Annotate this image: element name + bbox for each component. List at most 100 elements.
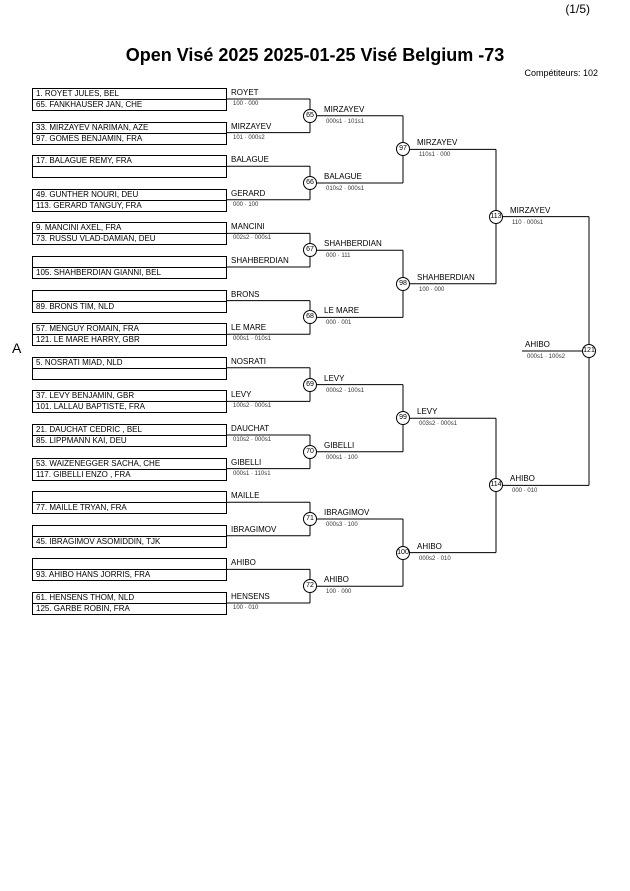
entry-box: 65. FANKHAUSER JAN, CHE: [32, 99, 227, 111]
competitor-entry: 125. GARBE ROBIN, FRA: [36, 604, 130, 613]
entry-box: 93. AHIBO HANS JORRIS, FRA: [32, 569, 227, 582]
round1-score: 002s2 · 000s1: [233, 235, 272, 242]
round1-winner: HENSENS: [231, 592, 270, 601]
round1-winner: MIRZAYEV: [231, 121, 272, 131]
round3-winner: SHAHBERDIAN: [417, 272, 475, 282]
entry-box: 97. GOMES BENJAMIN, FRA: [32, 132, 227, 145]
round2-winner: SHAHBERDIAN: [324, 239, 382, 249]
competitor-count: Compétiteurs: 102: [524, 68, 598, 78]
round1-winner: MANCINI: [231, 222, 265, 232]
round2-score: 000s1 · 101s1: [326, 118, 365, 125]
page-title: Open Visé 2025 2025-01-25 Visé Belgium -…: [125, 45, 505, 65]
competitor-entry: 57. MENGUY ROMAIN, FRA: [36, 324, 139, 334]
round1-winner: BRONS: [231, 289, 260, 299]
round3-winner: AHIBO: [417, 541, 442, 551]
pool-letter: A: [12, 340, 22, 356]
competitor-entry: 73. RUSSU VLAD-DAMIAN, DEU: [36, 234, 156, 244]
round1-winner: IBRAGIMOV: [231, 524, 277, 534]
round2-winner: IBRAGIMOV: [324, 508, 370, 517]
final-score: 000s1 · 100s2: [527, 354, 566, 360]
round2-score: 100 · 000: [326, 589, 352, 596]
match-number: 72: [303, 579, 317, 594]
competitor-entry: 45. IBRAGIMOV ASOMIDDIN, TJK: [36, 536, 161, 546]
round1-score: 010s2 · 000s1: [233, 437, 272, 443]
match-number: 113: [489, 209, 503, 224]
round3-score: 003s2 · 000s1: [419, 421, 458, 428]
competitor-entry: 93. AHIBO HANS JORRIS, FRA: [36, 570, 151, 580]
match-number: 97: [396, 142, 410, 157]
competitor-entry: 1. ROYET JULES, BEL: [36, 89, 119, 98]
competitor-entry: 89. BRONS TIM, NLD: [36, 301, 115, 311]
match-number: 67: [303, 243, 317, 258]
round3-score: 110s1 · 000: [419, 152, 451, 159]
entry-box: 85. LIPPMANN KAI, DEU: [32, 435, 227, 447]
match-number: 100: [396, 545, 410, 560]
round2-winner: MIRZAYEV: [324, 104, 365, 114]
entry-box: [32, 166, 227, 179]
competitor-entry: 53. WAIZENEGGER SACHA, CHE: [36, 458, 161, 468]
round2-winner: GIBELLI: [324, 440, 355, 450]
round1-score: 000s1 · 010s1: [233, 336, 272, 343]
round2-winner: AHIBO: [324, 575, 349, 585]
round2-score: 000 · 111: [326, 253, 351, 260]
round1-winner: LE MARE: [231, 323, 267, 333]
round3-score: 000s2 · 010: [419, 555, 451, 562]
round3-winner: LEVY: [417, 407, 438, 417]
competitor-entry: 5. NOSRATI MIAD, NLD: [36, 357, 123, 367]
round1-score: 100s2 · 000s1: [233, 403, 272, 410]
competitor-entry: 105. SHAHBERDIAN GIANNI, BEL: [36, 268, 161, 277]
round2-score: 010s2 · 000s1: [326, 186, 365, 192]
round2-winner: LE MARE: [324, 306, 360, 316]
entry-box: 113. GERARD TANGUY, FRA: [32, 199, 227, 212]
match-number: 69: [303, 377, 317, 392]
match-number: 98: [396, 276, 410, 291]
competitor-entry: 101. LALLAU BAPTISTE, FRA: [36, 402, 145, 412]
competitor-entry: 49. GUNTHER NOURI, DEU: [36, 189, 139, 199]
round2-score: 000s1 · 100: [326, 454, 358, 461]
competitor-entry: 65. FANKHAUSER JAN, CHE: [36, 100, 143, 109]
round1-winner: BALAGUE: [231, 155, 269, 165]
match-number: 65: [303, 108, 317, 123]
page-number: (1/5): [565, 2, 590, 16]
competitor-entry: 33. MIRZAYEV NARIMAN, AZE: [36, 122, 149, 132]
final-winner: AHIBO: [525, 340, 550, 349]
round3-score: 100 · 000: [419, 286, 445, 293]
match-number: 66: [303, 176, 317, 190]
round1-winner: GERARD: [231, 188, 266, 198]
match-number: 121: [582, 344, 596, 358]
round1-winner: DAUCHAT: [231, 424, 270, 433]
competitor-entry: 9. MANCINI AXEL, FRA: [36, 223, 122, 233]
round1-winner: AHIBO: [231, 558, 256, 568]
round1-winner: LEVY: [231, 390, 252, 400]
competitor-entry: 117. GIBELLI ENZO , FRA: [36, 469, 131, 479]
entry-box: 101. LALLAU BAPTISTE, FRA: [32, 401, 227, 414]
competitor-entry: 77. MAILLE TRYAN, FRA: [36, 503, 127, 513]
round1-score: 100 · 010: [233, 605, 259, 611]
round1-winner: ROYET: [231, 88, 259, 97]
round1-score: 101 · 000s2: [233, 134, 265, 141]
competitor-entry: 97. GOMES BENJAMIN, FRA: [36, 133, 143, 143]
entry-box: 117. GIBELLI ENZO , FRA: [32, 468, 227, 481]
round2-score: 000s2 · 100s1: [326, 387, 365, 394]
entry-box: 89. BRONS TIM, NLD: [32, 300, 227, 313]
entry-box: 125. GARBE ROBIN, FRA: [32, 603, 227, 615]
match-number: 114: [489, 478, 503, 493]
round1-winner: SHAHBERDIAN: [231, 256, 289, 265]
competitor-entry: 17. BALAGUE REMY, FRA: [36, 156, 132, 166]
round4-winner: MIRZAYEV: [510, 205, 551, 215]
entry-box: 121. LE MARE HARRY, GBR: [32, 334, 227, 347]
match-number: 68: [303, 310, 317, 325]
competitor-entry: 85. LIPPMANN KAI, DEU: [36, 436, 127, 445]
entry-box: 45. IBRAGIMOV ASOMIDDIN, TJK: [32, 535, 227, 548]
round2-score: 000 · 001: [326, 320, 352, 327]
competitor-entry: 113. GERARD TANGUY, FRA: [36, 200, 142, 210]
competitor-entry: 21. DAUCHAT CEDRIC , BEL: [36, 425, 142, 434]
match-number: 71: [303, 512, 317, 526]
match-number: 70: [303, 444, 317, 459]
match-number: 99: [396, 411, 410, 426]
competitor-entry: 61. HENSENS THOM, NLD: [36, 593, 135, 602]
entry-box: 73. RUSSU VLAD-DAMIAN, DEU: [32, 233, 227, 246]
round4-winner: AHIBO: [510, 474, 535, 484]
round1-winner: MAILLE: [231, 491, 260, 501]
